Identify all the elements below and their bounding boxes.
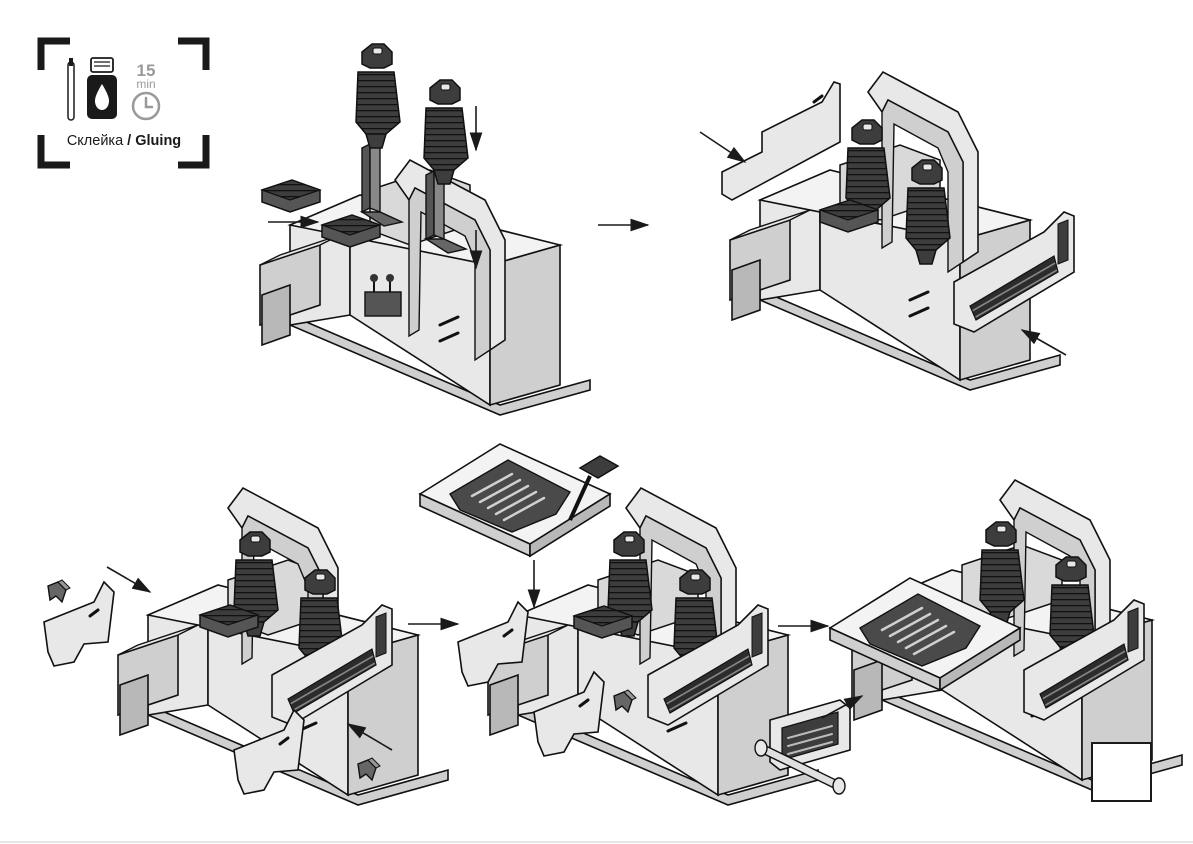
gluing-label-ru: Склейка xyxy=(67,133,124,149)
clock-icon xyxy=(133,93,159,119)
brush-icon xyxy=(68,58,74,120)
timer-unit: min xyxy=(136,77,155,91)
pedal-plate-1 xyxy=(262,180,320,212)
gluing-label: Склейка / Gluing xyxy=(67,133,181,149)
corner-bracket-bl xyxy=(41,135,70,165)
page-number-box xyxy=(1092,743,1151,801)
step-1-seats-and-pedals xyxy=(260,44,590,415)
arrow-side-panel-in xyxy=(700,132,745,162)
clip-left xyxy=(48,580,70,602)
corner-bracket-tl xyxy=(41,41,70,70)
step-3-front-side-panels xyxy=(44,488,448,805)
gluing-label-en: Gluing xyxy=(135,133,181,149)
dashboard-plate-exploded xyxy=(420,444,610,556)
glue-bottle-icon xyxy=(87,58,117,119)
seat-left-exploded xyxy=(356,44,400,148)
gluing-legend: 15 min Склейка / Gluing xyxy=(41,41,206,165)
corner-bracket-tr xyxy=(178,41,206,70)
gluing-label-separator: / xyxy=(123,133,135,149)
seat-right-exploded xyxy=(424,80,468,184)
step-2-side-panels xyxy=(700,72,1074,390)
corner-bracket-br xyxy=(178,135,206,165)
arrow-fender-left-in xyxy=(107,567,150,592)
